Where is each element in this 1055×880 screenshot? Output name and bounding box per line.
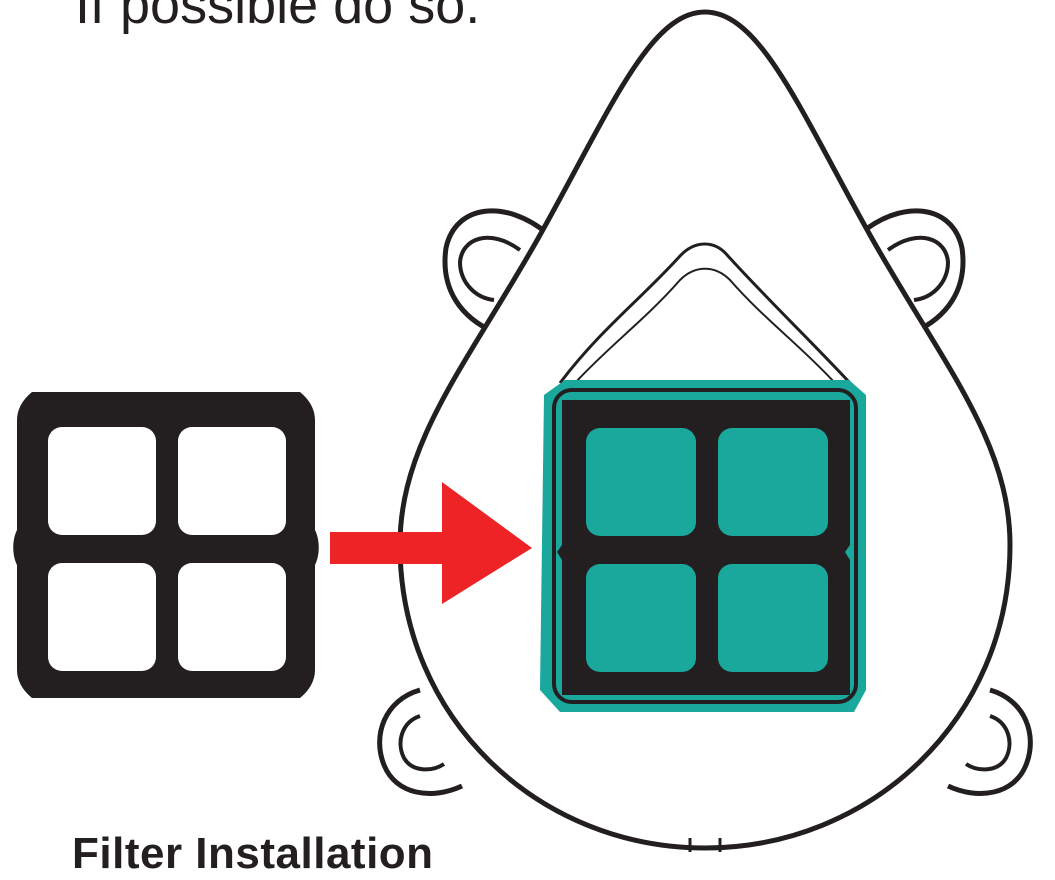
filter-frame-icon — [13, 392, 319, 698]
arrow-right-icon — [330, 482, 532, 604]
installed-filter-icon — [540, 380, 866, 712]
filter-installation-diagram — [13, 9, 1033, 852]
instruction-text: If possible do so. — [75, 0, 481, 35]
section-heading: Filter Installation — [72, 829, 434, 878]
